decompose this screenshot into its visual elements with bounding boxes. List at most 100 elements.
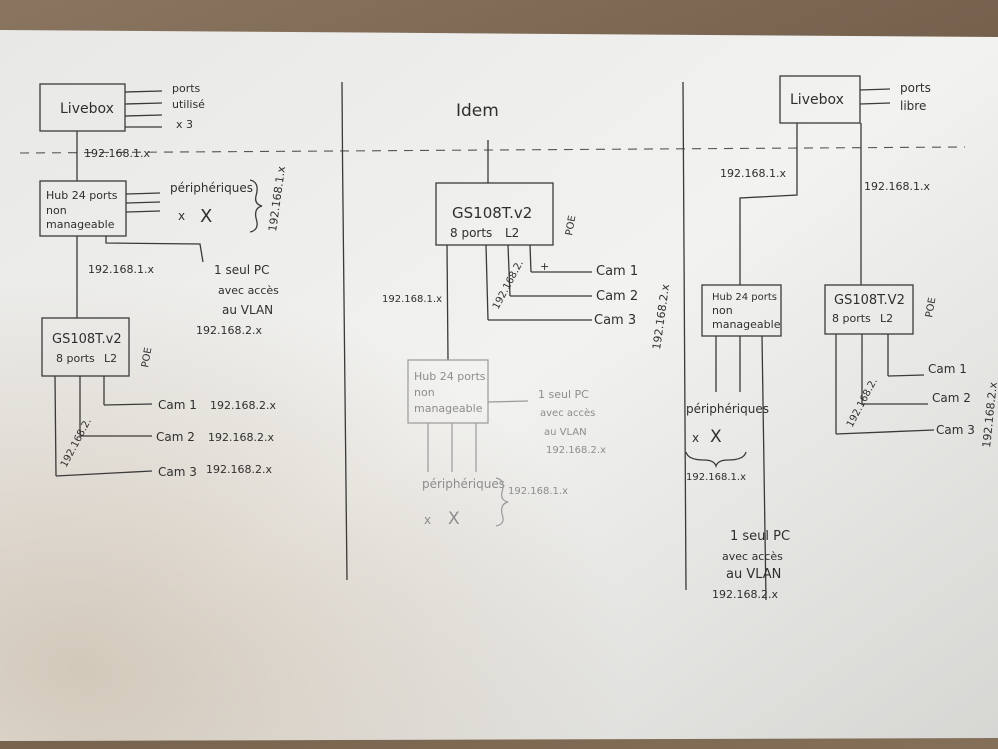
ip-label-b: 192.168.1.x [864,180,930,193]
periph-X: X [448,509,460,529]
poe-label: POE [140,347,154,369]
periph-ip: 192.168.1.x [686,472,746,483]
pc-label-1: 1 seul PC [214,263,269,277]
ports-label-2: utilisé [172,98,205,111]
poe-label: POE [924,297,938,319]
pc-label-1: 1 seul PC [538,388,589,401]
cam2-label: Cam 2 [932,391,971,405]
right-column: Livebox ports libre 192.168.1.x 192.168.… [685,75,998,601]
pc-label-2: avec accès [540,407,595,419]
periph-x: x [178,209,185,223]
cam2-label: Cam 2 [596,289,638,304]
hub-to-pc-link [487,400,529,403]
periph-x: x [424,513,431,527]
pc-label-3: au VLAN [544,427,587,438]
livebox-label: Livebox [790,92,844,108]
brace-icon [249,179,263,233]
cam-ip-label: 192.168.2.x [980,381,998,448]
pc-label-2: avec accès [722,550,783,563]
hub-label-3: manageable [712,318,781,331]
column-separator-1 [341,81,348,581]
cam2-label: Cam 2 [156,430,195,444]
ip-label-top: 192.168.1.x [84,147,150,160]
pc-label-2: avec accès [218,284,279,297]
periph-x: x [692,431,699,445]
switch-drop-line [529,244,532,273]
cam3-label: Cam 3 [594,313,636,328]
brace-icon [495,477,509,527]
periph-ip: 192.168.1.x [508,486,568,497]
ip-label-a: 192.168.1.x [720,167,786,180]
livebox-to-hub-link [739,123,798,285]
cam3-link [835,429,935,435]
plus-mark: + [540,260,549,273]
switch-to-hub-link [446,244,449,361]
switch-label-1: GS108T.V2 [834,293,905,308]
paper-shadow [0,30,998,741]
column-separator-2 [682,81,687,591]
hub-to-pc-link [105,236,204,263]
hub-port-line [125,210,161,213]
switch-label-3: L2 [880,312,893,325]
switch-label-2: 8 ports [450,226,492,240]
ip-label-mid: 192.168.1.x [88,263,154,276]
hub-label-2: non [414,386,435,399]
cam3-label: Cam 3 [158,465,197,479]
livebox-box [779,75,861,124]
switch-label-3: L2 [505,226,519,240]
switch-label-3: L2 [104,352,117,365]
hub-to-pc-link [761,335,767,601]
hub-label-3: manageable [46,218,115,231]
pc-label-1: 1 seul PC [730,529,790,544]
periph-X: X [710,427,722,447]
periph-label: périphériques [422,477,505,491]
poe-label: POE [564,215,578,237]
pc-label-4: 192.168.2.x [196,324,262,337]
brace-icon [685,451,747,469]
hub-box-faint [407,359,489,424]
gs108-switch-box [824,284,914,335]
ports-label-3: x 3 [176,118,193,131]
gs108-switch-box [41,317,130,377]
hub-box [39,180,127,237]
ip-label-left: 192.168.1.x [382,294,442,305]
hub-label-3: manageable [414,402,483,415]
switch-label-1: GS108T.v2 [452,204,532,222]
livebox-label: Livebox [60,101,114,117]
periph-X: X [200,206,212,227]
switch-label-1: GS108T.v2 [52,332,122,347]
hub-label-1: Hub 24 ports [414,370,486,383]
hub-label-1: Hub 24 ports [712,292,777,303]
cam1-link [103,403,153,406]
livebox-port-line [124,102,163,105]
cam1-link [887,374,925,377]
hub-label-1: Hub 24 ports [46,189,118,202]
hub-label-2: non [46,204,67,217]
switch-label-2: 8 ports [56,352,95,365]
pc-label-3: au VLAN [222,303,273,317]
idem-label: Idem [456,101,499,121]
periph-label: périphériques [686,402,769,416]
hub-port-line [125,201,161,204]
livebox-box [39,83,126,132]
dashed-boundary-line [19,146,966,154]
livebox-port-line [859,88,891,91]
ports-label-1: ports [172,82,201,95]
left-column: Livebox ports utilisé x 3 192.168.1.x Hu… [39,82,288,479]
pc-label-3: au VLAN [726,567,781,582]
cam3-label: Cam 3 [936,423,975,437]
switch-drop-line [507,244,511,297]
cam3-ip: 192.168.2.x [206,463,272,476]
pc-label-4: 192.168.2.x [546,445,606,456]
ports-label-2: libre [900,99,926,113]
periph-label: périphériques [170,181,253,195]
gs108-switch-box [435,182,554,246]
cam1-label: Cam 1 [596,264,638,279]
cam2-ip: 192.168.2.x [208,431,274,444]
hub-port-line [125,192,161,195]
switch-drop-line [485,244,489,321]
cam1-label: Cam 1 [928,362,967,376]
hub-label-2: non [712,304,733,317]
